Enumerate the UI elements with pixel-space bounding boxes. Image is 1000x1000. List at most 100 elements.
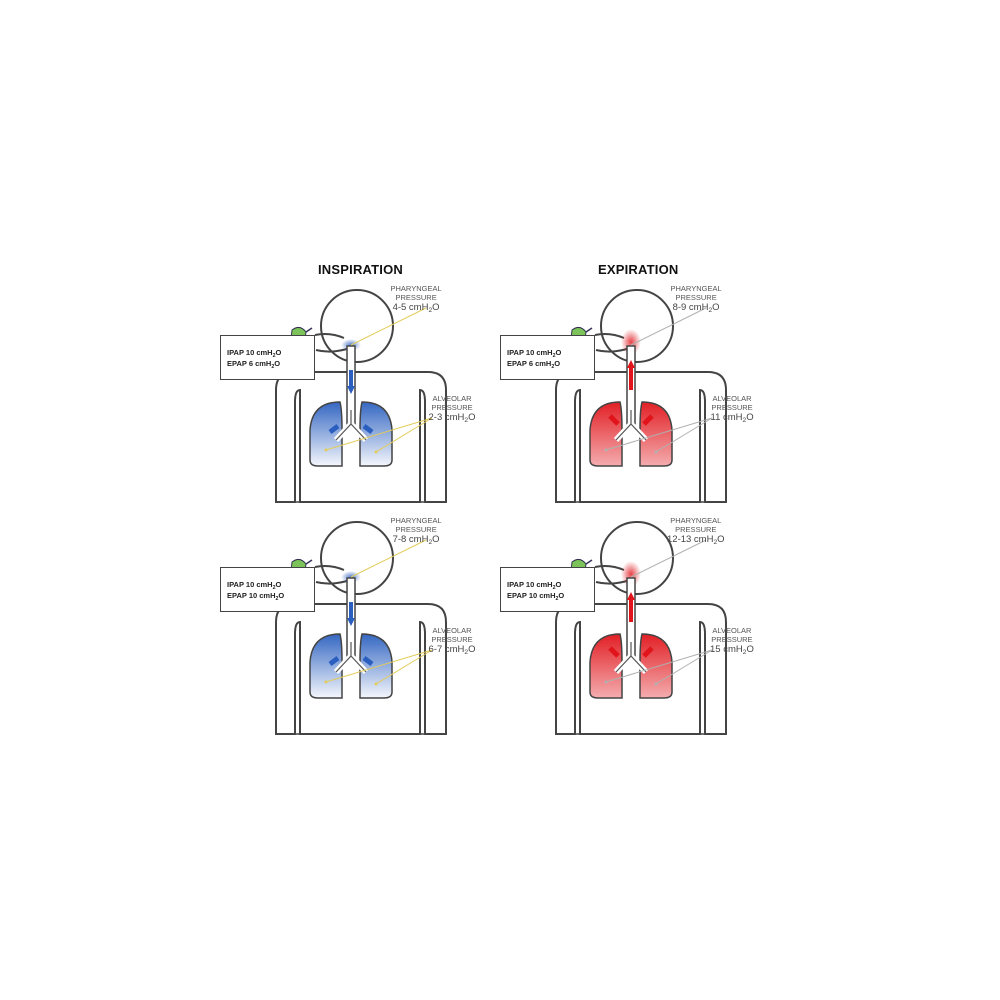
alveolar-leader-2 <box>655 649 713 685</box>
pressure-value-text: EPAP 6 cmH <box>227 359 272 368</box>
annotation-label-line: PRESSURE <box>431 635 473 644</box>
pressure-value-text: EPAP 10 cmH <box>227 591 276 600</box>
pressure-value-text: 7-8 cmH <box>392 534 429 545</box>
alveolar-dot-1 <box>604 680 608 684</box>
ipap-setting: IPAP 10 cmH2O <box>227 579 284 591</box>
trachea-fill <box>629 598 633 622</box>
alveolar-leader-1 <box>325 417 433 451</box>
bronchi-outline <box>335 642 367 673</box>
ipap-setting: IPAP 10 cmH2O <box>507 347 562 359</box>
head-outline <box>320 289 394 363</box>
airway-tube <box>314 565 345 571</box>
unit-suffix: O <box>275 580 282 589</box>
annotation-label-line: ALVEOLAR <box>712 626 752 635</box>
pharyngeal-pressure-value: 4-5 cmH2O <box>391 302 442 314</box>
pharyngeal-leader <box>350 539 427 578</box>
epap-setting: EPAP 10 cmH2O <box>507 590 565 602</box>
unit-subscript: 2 <box>428 539 433 546</box>
unit-subscript: 2 <box>555 596 559 602</box>
epap-setting: EPAP 6 cmH2O <box>507 358 561 370</box>
annotation-label-line: ALVEOLAR <box>712 394 752 403</box>
pharynx-glow <box>621 561 641 587</box>
unit-subscript: 2 <box>464 417 469 424</box>
pressure-value-text: EPAP 10 cmH <box>507 591 556 600</box>
annotation-label-line: PRESSURE <box>395 525 437 534</box>
alveolar-dot-2 <box>374 682 378 686</box>
unit-suffix: O <box>558 591 565 600</box>
airflow-arrow-right <box>642 646 654 658</box>
unit-suffix: O <box>746 412 754 423</box>
bronchi-outline <box>335 410 367 441</box>
annotation-label-line: PRESSURE <box>711 635 753 644</box>
alveolar-leader-1 <box>325 649 433 683</box>
pressure-value-text: 6-7 cmH <box>428 644 465 655</box>
head-outline <box>320 521 394 595</box>
alveolar-leader-2 <box>375 417 433 453</box>
unit-subscript: 2 <box>275 596 279 602</box>
airway-tube <box>594 565 625 571</box>
alveolar-leader-2 <box>375 649 433 685</box>
pressure-value-text: 2-3 cmH <box>428 412 465 423</box>
unit-subscript: 2 <box>552 353 556 359</box>
unit-subscript: 2 <box>428 307 433 314</box>
annotation-label-line: PRESSURE <box>675 293 717 302</box>
pharyngeal-leader <box>630 307 707 346</box>
unit-suffix: O <box>275 348 282 357</box>
alveolar-dot-1 <box>324 680 328 684</box>
annotation-label-line: PRESSURE <box>395 293 437 302</box>
alveolar-dot-2 <box>374 450 378 454</box>
unit-suffix: O <box>468 644 476 655</box>
trachea-arrow <box>347 618 355 626</box>
trachea-arrow <box>627 592 635 600</box>
alveolar-leader-1 <box>605 417 713 451</box>
airflow-arrow-right <box>642 414 654 426</box>
unit-suffix: O <box>468 412 476 423</box>
unit-subscript: 2 <box>272 585 276 591</box>
alveolar-leader-1 <box>605 649 713 683</box>
pressure-value-text: IPAP 10 cmH <box>227 580 273 589</box>
alveolar-pressure-value: 11 cmH2O <box>710 412 754 424</box>
annotation-label-line: PRESSURE <box>675 525 717 534</box>
ipap-setting: IPAP 10 cmH2O <box>507 579 564 591</box>
annotation-label-line: PHARYNGEAL <box>670 516 722 525</box>
pharyngeal-pressure-value: 8-9 cmH2O <box>671 302 722 314</box>
alveolar-pressure-value: 6-7 cmH2O <box>428 644 476 656</box>
airflow-arrow-right <box>362 424 374 434</box>
unit-suffix: O <box>278 591 285 600</box>
annotation-label-line: PHARYNGEAL <box>390 284 442 293</box>
unit-suffix: O <box>746 644 754 655</box>
airway-tube <box>314 333 345 339</box>
bronchi-outline <box>615 410 647 441</box>
unit-subscript: 2 <box>742 649 747 656</box>
unit-suffix: O <box>554 359 561 368</box>
annotation-label-line: PHARYNGEAL <box>670 284 722 293</box>
pharyngeal-leader <box>350 307 427 346</box>
pressure-value-text: 12-13 cmH <box>667 534 714 545</box>
alveolar-dot-2 <box>654 450 658 454</box>
figure-svg <box>555 521 727 735</box>
airflow-arrow-left <box>608 414 620 426</box>
annotation-label-line: PRESSURE <box>711 403 753 412</box>
right-lung <box>359 401 393 467</box>
trachea-arrow <box>347 386 355 394</box>
pharyngeal-leader <box>630 539 707 578</box>
pressure-value-text: IPAP 10 cmH <box>227 348 273 357</box>
unit-suffix: O <box>555 348 562 357</box>
pressure-value-text: 11 cmH <box>710 412 743 423</box>
bronchi-outline <box>615 642 647 673</box>
unit-subscript: 2 <box>713 539 718 546</box>
unit-suffix: O <box>717 534 725 545</box>
alveolar-pressure-value: 15 cmH2O <box>710 644 754 656</box>
alveolar-dot-1 <box>604 448 608 452</box>
